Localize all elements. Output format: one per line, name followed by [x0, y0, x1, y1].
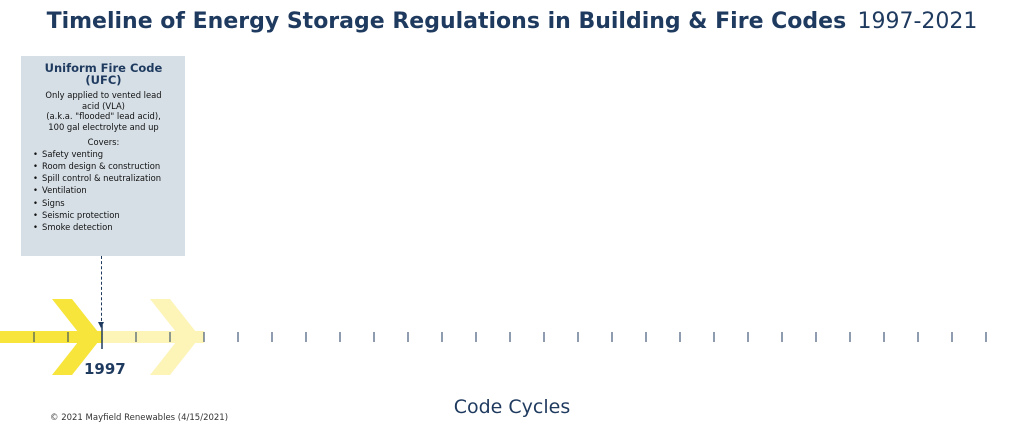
page-title: Timeline of Energy Storage Regulations i…: [0, 8, 1024, 34]
list-item: Ventilation: [30, 184, 177, 197]
list-item: Seismic protection: [30, 209, 177, 222]
timeline-ticks: [33, 325, 987, 349]
chevron-arrow-faded-icon: [150, 299, 200, 375]
timeline-marker-icon: [98, 322, 104, 328]
copyright-text: © 2021 Mayfield Renewables (4/15/2021): [50, 413, 229, 423]
card-desc-line: 100 gal electrolyte and up: [48, 121, 159, 132]
card-desc-line: Only applied to vented lead: [45, 90, 162, 100]
card-title: Uniform Fire Code (UFC): [30, 62, 177, 86]
axis-title: Code Cycles: [453, 396, 571, 418]
card-title-line1: Uniform Fire Code: [44, 61, 163, 75]
timeline: [0, 299, 987, 375]
list-item: Safety venting: [30, 148, 177, 161]
card-covers-list: Safety venting Room design & constructio…: [30, 148, 177, 234]
list-item: Spill control & neutralization: [30, 172, 177, 185]
card-covers-label: Covers:: [87, 137, 120, 147]
card-title-line2: (UFC): [85, 73, 122, 87]
timeline-arrows: [52, 299, 200, 375]
list-item: Smoke detection: [30, 221, 177, 234]
list-item: Signs: [30, 197, 177, 210]
timeline-bar-strong: [0, 331, 102, 343]
card-desc-line: acid (VLA): [82, 100, 125, 111]
card-connector-line: [101, 256, 102, 326]
title-years: 1997-2021: [857, 9, 978, 34]
year-label-1997: 1997: [84, 360, 126, 378]
ufc-card: Uniform Fire Code (UFC) Only applied to …: [21, 56, 185, 256]
title-main: Timeline of Energy Storage Regulations i…: [46, 9, 847, 34]
card-desc-line: (a.k.a. "flooded" lead acid),: [46, 111, 161, 121]
card-description: Only applied to vented lead acid (VLA) (…: [30, 90, 177, 132]
chevron-arrow-strong-icon: [52, 299, 102, 375]
list-item: Room design & construction: [30, 160, 177, 173]
